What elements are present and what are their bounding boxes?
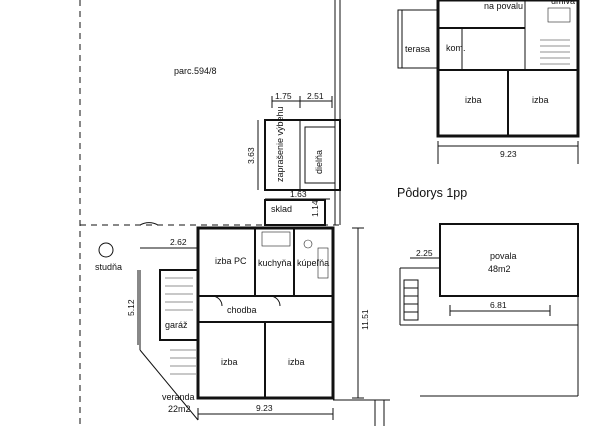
dim-h: 11.51 xyxy=(360,309,370,330)
parcel-label: parc.594/8 xyxy=(174,66,217,76)
dim-d: 1.63 xyxy=(290,189,307,199)
room-izba-upper-left: izba xyxy=(465,95,482,105)
upper-floor-plan: na povalu umiva terasa kom. izba izba 9.… xyxy=(397,0,580,200)
dim-attic-left: 2.25 xyxy=(416,248,433,258)
label-studna: studňa xyxy=(95,262,122,272)
attic-plan: povala 48m2 2.25 6.81 xyxy=(399,223,579,397)
room-garaz: garáž xyxy=(165,320,188,330)
dim-c: 3.63 xyxy=(246,147,256,164)
dim-i: 9.23 xyxy=(256,403,273,413)
room-umiva: umiva xyxy=(551,0,575,6)
room-kupelna: kúpeľňa xyxy=(297,258,329,268)
dim-f: 2.62 xyxy=(170,237,187,247)
dim-upper-width: 9.23 xyxy=(500,149,517,159)
dim-a: 1.75 xyxy=(275,91,292,101)
room-terasa: terasa xyxy=(405,44,430,54)
veranda-area: 22m2 xyxy=(168,404,191,414)
well-symbol xyxy=(98,242,114,258)
ground-floor-plan: izba PC kuchyňa kúpeľňa chodba izba izba… xyxy=(95,222,390,426)
room-veranda: veranda xyxy=(162,392,195,402)
room-kuchyna: kuchyňa xyxy=(258,258,292,268)
povala-area: 48m2 xyxy=(488,264,511,274)
room-izba-pc: izba PC xyxy=(215,256,247,266)
dim-b: 2.51 xyxy=(307,91,324,101)
dim-attic-width: 6.81 xyxy=(490,300,507,310)
room-zaprasenie: zaprašenie výbehu xyxy=(275,106,285,182)
room-sklad: sklad xyxy=(271,204,292,214)
room-izba-bottom-right: izba xyxy=(288,357,305,367)
room-kom: kom. xyxy=(446,43,466,53)
outbuilding: zaprašenie výbehu dielňa sklad 1.75 2.51… xyxy=(246,91,341,226)
dim-g: 5.12 xyxy=(126,299,136,316)
room-dielna: dielňa xyxy=(314,150,324,174)
room-povala: povala xyxy=(490,251,517,261)
room-izba-upper-right: izba xyxy=(532,95,549,105)
plan-title: Pôdorys 1pp xyxy=(397,186,467,200)
room-izba-bottom-left: izba xyxy=(221,357,238,367)
room-chodba: chodba xyxy=(227,305,257,315)
room-na-povalu: na povalu xyxy=(484,1,523,11)
dim-e: 1.14 xyxy=(310,200,320,217)
